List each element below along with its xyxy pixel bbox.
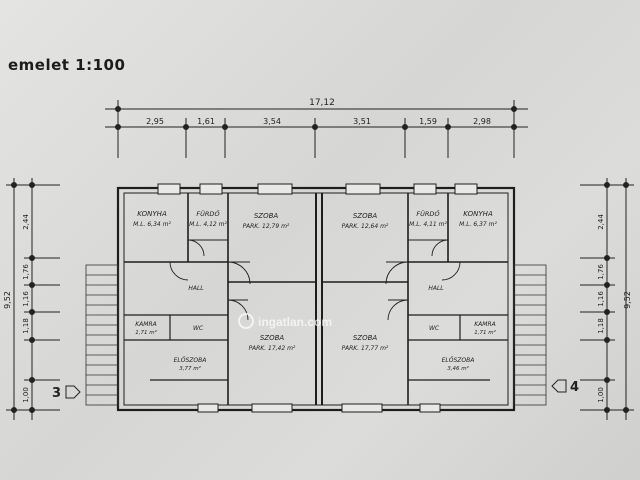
section-marker-label: 3	[52, 386, 61, 401]
room-label-hall-left: HALL	[188, 285, 203, 292]
room-label-room-upper-left: SZOBA PARK. 12,79 m²	[243, 212, 290, 230]
left-segment-label: 1,76	[22, 264, 30, 280]
left-segment-label: 1,18	[22, 318, 30, 334]
right-segment-labels: 2,44 1,76 1,16 1,18 1,00	[597, 214, 605, 403]
svg-text:SZOBA: SZOBA	[260, 334, 285, 342]
left-dimension-chain	[6, 178, 60, 420]
staircase-right	[513, 264, 547, 406]
walls	[116, 186, 516, 412]
top-segment-label: 3,51	[353, 117, 371, 126]
room-label-wc-right: WC	[429, 325, 440, 332]
left-segment-labels: 2,44 1,76 1,16 1,18 1,00	[22, 214, 30, 403]
svg-text:M.L. 6,37 m²: M.L. 6,37 m²	[459, 221, 497, 228]
svg-text:PARK. 12,79 m²: PARK. 12,79 m²	[243, 223, 290, 230]
svg-text:PARK. 17,42 m²: PARK. 17,42 m²	[249, 345, 296, 352]
section-marker-3: 3	[52, 385, 81, 401]
room-label-bath-right: FÜRDŐ M.L. 4,11 m²	[409, 209, 447, 228]
room-label-room-upper-right: SZOBA PARK. 12,64 m²	[342, 212, 389, 230]
right-segment-label: 1,76	[597, 264, 605, 280]
svg-text:KONYHA: KONYHA	[137, 210, 167, 218]
total-width-label: 17,12	[309, 98, 335, 108]
room-label-room-lower-right: SZOBA PARK. 17,77 m²	[342, 334, 389, 352]
svg-text:HALL: HALL	[428, 285, 443, 292]
svg-text:PARK. 17,77 m²: PARK. 17,77 m²	[342, 345, 389, 352]
svg-text:KAMRA: KAMRA	[135, 321, 157, 328]
svg-text:SZOBA: SZOBA	[353, 212, 378, 220]
top-segment-label: 1,61	[197, 117, 215, 126]
svg-text:FÜRDŐ: FÜRDŐ	[416, 209, 440, 218]
svg-text:1,71 m²: 1,71 m²	[135, 329, 157, 336]
svg-text:M.L. 4,12 m²: M.L. 4,12 m²	[189, 221, 227, 228]
top-segment-labels: 2,95 1,61 3,54 3,51 1,59 2,98	[146, 117, 491, 126]
svg-text:3,46 m²: 3,46 m²	[447, 365, 469, 372]
top-segment-label: 3,54	[263, 117, 281, 126]
svg-text:KONYHA: KONYHA	[463, 210, 493, 218]
staircase-left	[85, 264, 119, 406]
right-total-label: 9,52	[623, 291, 632, 309]
right-segment-label: 2,44	[597, 214, 605, 230]
room-label-room-lower-left: SZOBA PARK. 17,42 m²	[249, 334, 296, 352]
left-segment-label: 2,44	[22, 214, 30, 230]
top-segment-label: 2,95	[146, 117, 164, 126]
top-dimension-chain	[105, 100, 528, 158]
svg-text:WC: WC	[193, 325, 204, 332]
svg-text:M.L. 6,34 m²: M.L. 6,34 m²	[133, 221, 171, 228]
right-dimension-chain	[580, 178, 634, 420]
svg-text:SZOBA: SZOBA	[254, 212, 279, 220]
right-segment-label: 1,18	[597, 318, 605, 334]
svg-text:SZOBA: SZOBA	[353, 334, 378, 342]
top-segment-label: 1,59	[419, 117, 437, 126]
door-swings	[169, 239, 461, 321]
svg-text:HALL: HALL	[188, 285, 203, 292]
svg-text:WC: WC	[429, 325, 440, 332]
drawing-title: emelet 1:100	[8, 56, 126, 74]
right-segment-label: 1,00	[597, 387, 605, 403]
room-label-kitchen-right: KONYHA M.L. 6,37 m²	[459, 210, 497, 228]
watermark: ingatlan.com	[238, 313, 332, 329]
svg-text:3,77 m²: 3,77 m²	[179, 365, 201, 372]
section-marker-label: 4	[570, 380, 579, 395]
svg-text:PARK. 12,64 m²: PARK. 12,64 m²	[342, 223, 389, 230]
left-total-label: 9,52	[3, 291, 12, 309]
room-labels: KONYHA M.L. 6,34 m² FÜRDŐ M.L. 4,12 m² SZO…	[133, 209, 497, 372]
svg-text:FÜRDŐ: FÜRDŐ	[196, 209, 220, 218]
room-label-hall-right: HALL	[428, 285, 443, 292]
left-segment-label: 1,00	[22, 387, 30, 403]
svg-text:ELŐSZOBA: ELŐSZOBA	[174, 357, 207, 364]
svg-text:ELŐSZOBA: ELŐSZOBA	[442, 357, 475, 364]
left-segment-label: 1,16	[22, 291, 30, 307]
watermark-text: ingatlan.com	[258, 315, 332, 329]
room-label-kitchen-left: KONYHA M.L. 6,34 m²	[133, 210, 171, 228]
right-segment-label: 1,16	[597, 291, 605, 307]
svg-text:KAMRA: KAMRA	[474, 321, 496, 328]
svg-text:1,71 m²: 1,71 m²	[474, 329, 496, 336]
section-marker-4: 4	[551, 379, 579, 395]
windows-top	[157, 183, 478, 195]
top-segment-label: 2,98	[473, 117, 491, 126]
room-label-bath-left: FÜRDŐ M.L. 4,12 m²	[189, 209, 227, 228]
room-label-wc-left: WC	[193, 325, 204, 332]
svg-text:M.L. 4,11 m²: M.L. 4,11 m²	[409, 221, 447, 228]
windows-bottom	[197, 403, 441, 413]
